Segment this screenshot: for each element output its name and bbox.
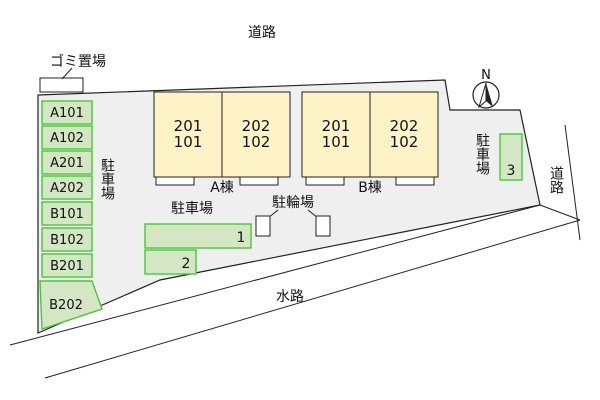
parking-spot-b102 — [41, 227, 93, 252]
north-compass-icon: N — [472, 68, 500, 109]
parking-spot-b101 — [41, 201, 93, 226]
parking-spot-a101 — [41, 100, 93, 125]
bicycle-rack-right — [315, 215, 331, 237]
boundary-line-right-road — [564, 124, 581, 241]
building-a: 201 101 202 102 A棟 — [153, 91, 291, 196]
building-a-unit-left — [153, 91, 223, 178]
parking-spot-a202 — [41, 175, 93, 200]
parking-spot-b101-label: B101 — [50, 207, 84, 222]
parking-spot-a102 — [41, 125, 93, 150]
waterway-label: 水路 — [276, 289, 304, 305]
parking-spot-a101-label: A101 — [50, 106, 84, 121]
building-a-unit-right — [221, 91, 291, 178]
bicycle-parking-label: 駐輪場 — [272, 194, 314, 211]
parking-spot-b202 — [39, 280, 103, 330]
building-b-unit-right — [369, 91, 439, 178]
parking-spot-b102-label: B102 — [50, 233, 84, 248]
road-top-label: 道路 — [248, 25, 276, 41]
trash-area-label: ゴミ置場 — [50, 53, 106, 70]
boundary-line-lower — [44, 219, 581, 379]
building-a-balcony-right — [239, 176, 279, 186]
building-a-unit-right-top: 202 — [242, 117, 271, 135]
parking-spot-b201 — [41, 253, 93, 278]
parking-center-label: 駐車場 — [171, 200, 213, 217]
building-a-unit-left-top: 201 — [174, 117, 203, 135]
boundary-line-bottom — [9, 204, 541, 346]
parking-spot-2 — [144, 249, 197, 275]
parking-spot-2-label: 2 — [182, 256, 191, 272]
building-a-unit-right-bottom: 102 — [242, 133, 271, 151]
parking-spot-a201 — [41, 150, 93, 175]
parking-left-label: 駐車場 — [99, 158, 115, 200]
parking-right-label: 駐車場 — [474, 133, 490, 175]
building-b-balcony-right — [395, 176, 435, 186]
parking-spot-a102-label: A102 — [50, 131, 84, 146]
parking-spot-1 — [144, 223, 252, 249]
bicycle-rack-left — [255, 215, 271, 237]
parking-spot-b201-label: B201 — [50, 259, 84, 274]
trash-leader-line — [61, 67, 73, 80]
trash-area — [39, 77, 84, 93]
building-b-unit-right-bottom: 102 — [390, 133, 419, 151]
left-parking-column: A101 A102 A201 A202 B101 B102 B201 B202 — [39, 100, 103, 330]
parking-spot-3 — [499, 133, 523, 181]
parking-spot-b202-label: B202 — [49, 298, 83, 313]
building-b: 201 101 202 102 B棟 — [301, 91, 439, 196]
building-b-balcony-left — [305, 176, 345, 186]
building-a-balcony-left — [155, 176, 195, 186]
building-a-unit-left-bottom: 101 — [174, 133, 203, 151]
parking-spot-3-label: 3 — [507, 163, 516, 179]
parking-spot-1-label: 1 — [237, 230, 246, 246]
north-label: N — [481, 68, 491, 83]
boundary-line-right — [539, 204, 581, 221]
building-a-label: A棟 — [210, 180, 234, 196]
building-b-unit-left-top: 201 — [322, 117, 351, 135]
parking-spot-a201-label: A201 — [50, 156, 84, 171]
building-b-unit-left-bottom: 101 — [322, 133, 351, 151]
building-b-unit-right-top: 202 — [390, 117, 419, 135]
parking-spot-a202-label: A202 — [50, 181, 84, 196]
building-b-label: B棟 — [358, 180, 382, 196]
road-right-label: 道路 — [548, 166, 564, 194]
